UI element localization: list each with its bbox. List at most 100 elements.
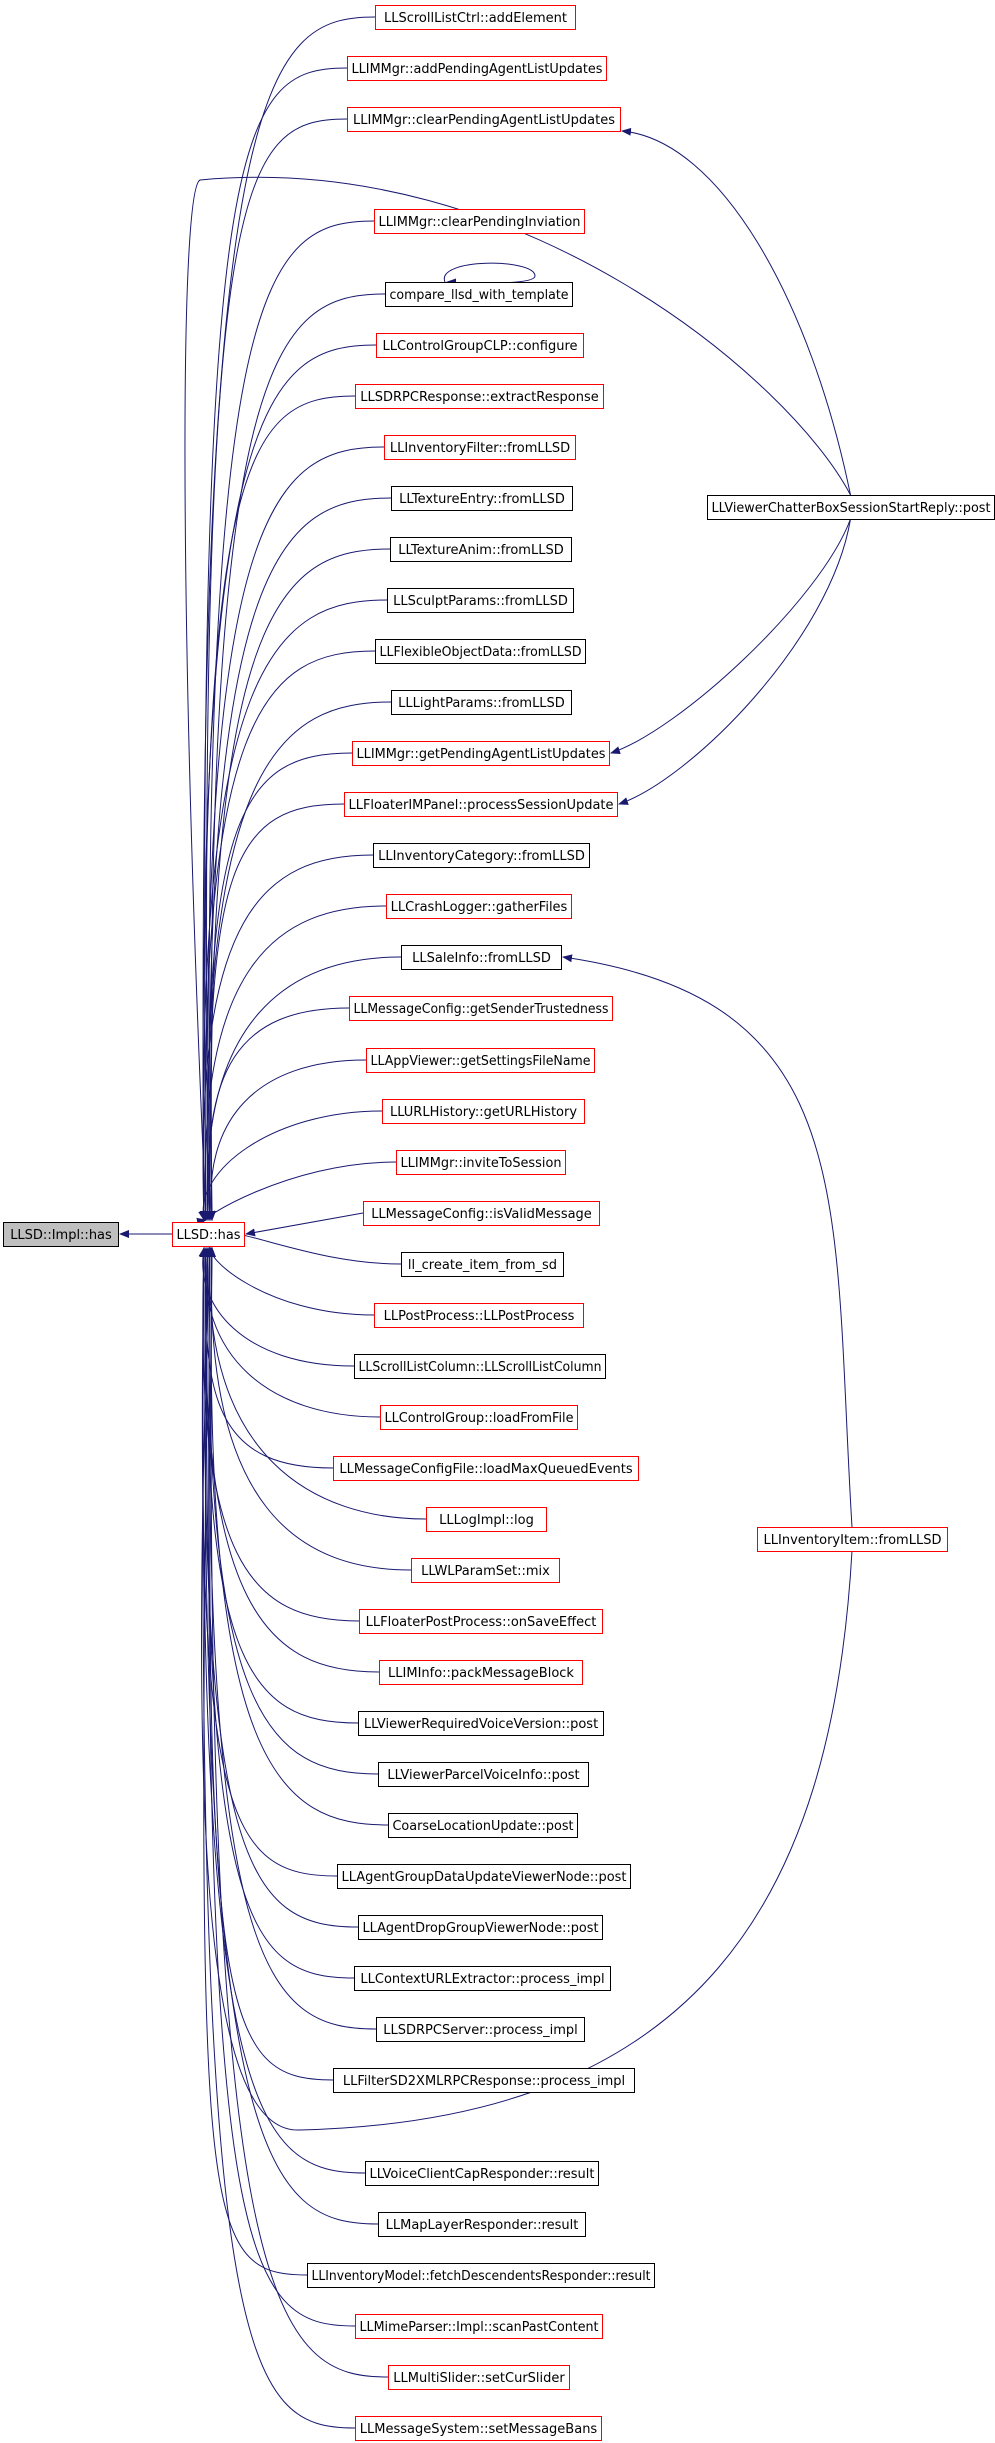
- caller-node-20-label: LLURLHistory::getURLHistory: [390, 1105, 577, 1120]
- caller-node-28[interactable]: LLLogImpl::log: [426, 1507, 547, 1532]
- caller-node-38[interactable]: LLSDRPCServer::process_impl: [376, 2017, 585, 2042]
- caller-node-30-label: LLFloaterPostProcess::onSaveEffect: [366, 1615, 597, 1630]
- edges-layer: [119, 16, 853, 2429]
- caller-node-36[interactable]: LLAgentDropGroupViewerNode::post: [358, 1915, 603, 1940]
- caller-node-3[interactable]: LLIMMgr::clearPendingInviation: [374, 209, 585, 234]
- edge-caller-35: [199, 1247, 338, 1877]
- edge-caller-44: [207, 1247, 389, 2378]
- caller-node-20[interactable]: LLURLHistory::getURLHistory: [382, 1099, 585, 1124]
- caller-node-39-box: [333, 2068, 635, 2093]
- caller-node-31-label: LLIMInfo::packMessageBlock: [388, 1666, 574, 1681]
- caller-node-16-box: [386, 894, 572, 919]
- edge-caller-43: [205, 1247, 356, 2327]
- caller-node-11[interactable]: LLFlexibleObjectData::fromLLSD: [375, 639, 586, 664]
- edge-caller-38: [205, 1247, 377, 2030]
- caller-node-41-box: [378, 2212, 586, 2237]
- caller-node-34-label: CoarseLocationUpdate::post: [393, 1819, 574, 1834]
- caller-node-8[interactable]: LLTextureEntry::fromLLSD: [391, 486, 573, 511]
- edge-caller-22: [245, 1212, 364, 1237]
- caller-node-30-box: [359, 1609, 603, 1634]
- caller-node-35-label: LLAgentGroupDataUpdateViewerNode::post: [342, 1870, 627, 1885]
- edge-caller-1: [201, 67, 348, 1221]
- caller-node-22[interactable]: LLMessageConfig::isValidMessage: [363, 1201, 600, 1226]
- caller-node-21-box: [396, 1150, 566, 1175]
- caller-node-21[interactable]: LLIMMgr::inviteToSession: [396, 1150, 566, 1175]
- root-node-box: [3, 1222, 119, 1247]
- caller-node-11-box: [375, 639, 586, 664]
- caller-node-45[interactable]: LLMessageSystem::setMessageBans: [355, 2416, 602, 2441]
- caller-node-34[interactable]: CoarseLocationUpdate::post: [388, 1813, 578, 1838]
- caller-node-2-label: LLIMMgr::clearPendingAgentListUpdates: [353, 113, 615, 128]
- caller-node-14[interactable]: LLFloaterIMPanel::processSessionUpdate: [344, 792, 618, 817]
- edge-chatter-process-session: [618, 518, 851, 805]
- caller-node-4[interactable]: compare_llsd_with_template: [385, 282, 573, 307]
- caller-node-1-box: [347, 56, 607, 81]
- caller-node-35[interactable]: LLAgentGroupDataUpdateViewerNode::post: [337, 1864, 631, 1889]
- caller-node-4-label: compare_llsd_with_template: [390, 288, 569, 303]
- caller-node-18[interactable]: LLMessageConfig::getSenderTrustedness: [349, 996, 613, 1021]
- caller-node-37-label: LLContextURLExtractor::process_impl: [360, 1972, 604, 1987]
- caller-node-42[interactable]: LLInventoryModel::fetchDescendentsRespon…: [307, 2263, 655, 2288]
- edge-caller-32: [203, 1247, 359, 1724]
- caller-node-10[interactable]: LLSculptParams::fromLLSD: [387, 588, 574, 613]
- edge-chatter-clear-pending: [621, 127, 851, 496]
- caller-node-32[interactable]: LLViewerRequiredVoiceVersion::post: [358, 1711, 604, 1736]
- caller-node-6[interactable]: LLSDRPCResponse::extractResponse: [355, 384, 604, 409]
- caller-node-36-box: [358, 1915, 603, 1940]
- caller-node-15-box: [373, 843, 590, 868]
- caller-node-0-label: LLScrollListCtrl::addElement: [384, 11, 567, 26]
- caller-node-29[interactable]: LLWLParamSet::mix: [411, 1558, 560, 1583]
- caller-node-12[interactable]: LLLightParams::fromLLSD: [391, 690, 572, 715]
- caller-node-43[interactable]: LLMimeParser::Impl::scanPastContent: [355, 2314, 603, 2339]
- root-node[interactable]: LLSD::Impl::has: [3, 1222, 119, 1247]
- caller-node-19[interactable]: LLAppViewer::getSettingsFileName: [366, 1048, 595, 1073]
- caller-node-1-label: LLIMMgr::addPendingAgentListUpdates: [352, 62, 603, 77]
- caller-node-34-box: [388, 1813, 578, 1838]
- caller-node-17[interactable]: LLSaleInfo::fromLLSD: [401, 945, 562, 970]
- caller-node-27[interactable]: LLMessageConfigFile::loadMaxQueuedEvents: [333, 1456, 639, 1481]
- edge-chatter-get-pending: [610, 518, 851, 754]
- caller-node-7-label: LLInventoryFilter::fromLLSD: [390, 441, 570, 456]
- caller-node-38-label: LLSDRPCServer::process_impl: [383, 2023, 577, 2038]
- caller-node-16-label: LLCrashLogger::gatherFiles: [391, 900, 568, 915]
- edge-caller-45: [199, 1247, 356, 2429]
- caller-node-33[interactable]: LLViewerParcelVoiceInfo::post: [378, 1762, 589, 1787]
- caller-node-25[interactable]: LLScrollListColumn::LLScrollListColumn: [354, 1354, 606, 1379]
- caller-node-24[interactable]: LLPostProcess::LLPostProcess: [374, 1303, 584, 1328]
- caller-node-23[interactable]: ll_create_item_from_sd: [401, 1252, 564, 1277]
- caller-node-9[interactable]: LLTextureAnim::fromLLSD: [390, 537, 572, 562]
- caller-node-15-label: LLInventoryCategory::fromLLSD: [378, 849, 585, 864]
- caller-node-44[interactable]: LLMultiSlider::setCurSlider: [388, 2365, 570, 2390]
- caller-node-1[interactable]: LLIMMgr::addPendingAgentListUpdates: [347, 56, 607, 81]
- caller-node-38-box: [376, 2017, 585, 2042]
- caller-node-33-box: [378, 1762, 589, 1787]
- caller-node-26[interactable]: LLControlGroup::loadFromFile: [380, 1405, 578, 1430]
- caller-node-39[interactable]: LLFilterSD2XMLRPCResponse::process_impl: [333, 2068, 635, 2093]
- caller-node-37[interactable]: LLContextURLExtractor::process_impl: [354, 1966, 611, 1991]
- caller-node-31-box: [379, 1660, 583, 1685]
- caller-node-23-label: ll_create_item_from_sd: [408, 1258, 557, 1273]
- caller-node-40[interactable]: LLVoiceClientCapResponder::result: [365, 2161, 599, 2186]
- caller-node-44-label: LLMultiSlider::setCurSlider: [393, 2371, 565, 2386]
- edge-caller-20: [198, 1110, 383, 1221]
- edge-caller-37: [203, 1247, 355, 1979]
- caller-node-16[interactable]: LLCrashLogger::gatherFiles: [386, 894, 572, 919]
- caller-node-13[interactable]: LLIMMgr::getPendingAgentListUpdates: [352, 741, 610, 766]
- caller-node-30[interactable]: LLFloaterPostProcess::onSaveEffect: [359, 1609, 603, 1634]
- caller-node-7[interactable]: LLInventoryFilter::fromLLSD: [384, 435, 576, 460]
- right-node-0[interactable]: LLViewerChatterBoxSessionStartReply::pos…: [707, 495, 995, 520]
- caller-node-15[interactable]: LLInventoryCategory::fromLLSD: [373, 843, 590, 868]
- caller-node-0[interactable]: LLScrollListCtrl::addElement: [375, 5, 576, 30]
- edge-inventory-saleinfo: [562, 954, 853, 1528]
- caller-node-2[interactable]: LLIMMgr::clearPendingAgentListUpdates: [347, 107, 621, 132]
- caller-node-5[interactable]: LLControlGroupCLP::configure: [376, 333, 584, 358]
- caller-node-11-label: LLFlexibleObjectData::fromLLSD: [380, 645, 582, 660]
- center-node[interactable]: LLSD::has: [172, 1222, 245, 1247]
- caller-node-31[interactable]: LLIMInfo::packMessageBlock: [379, 1660, 583, 1685]
- edge-caller-5: [199, 344, 377, 1221]
- right-node-1[interactable]: LLInventoryItem::fromLLSD: [757, 1527, 948, 1552]
- edge-caller-25: [198, 1247, 355, 1367]
- caller-node-24-label: LLPostProcess::LLPostProcess: [384, 1309, 575, 1324]
- caller-node-41[interactable]: LLMapLayerResponder::result: [378, 2212, 586, 2237]
